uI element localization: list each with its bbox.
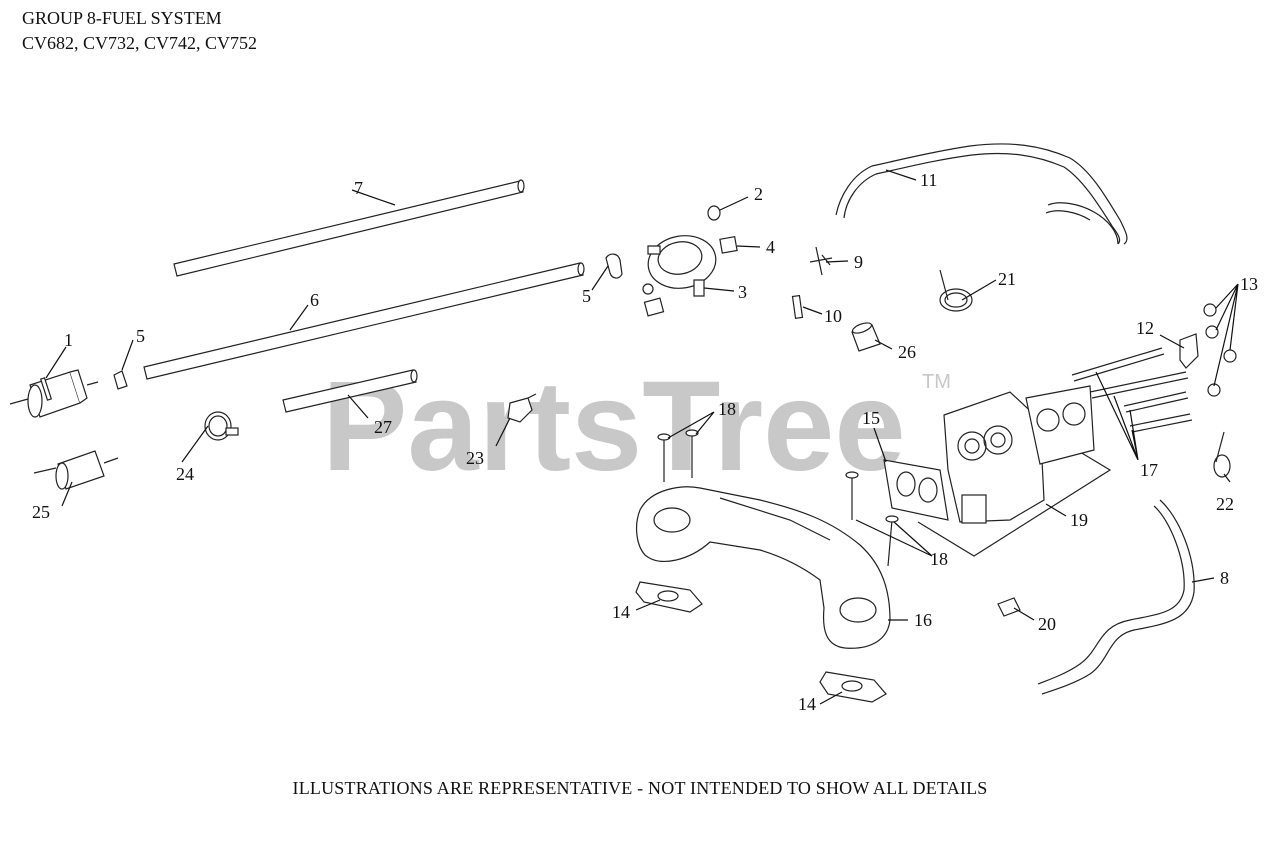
part-carb-gasket[interactable]	[883, 459, 949, 521]
watermark-brand: PartsTree	[322, 355, 906, 498]
part-fuel-tube[interactable]	[791, 294, 804, 319]
callout-labels: 1 2 3 4 5 5 6 7 8 9 10 11 12 13 14 14 15…	[32, 170, 1258, 714]
part-carburetor[interactable]	[917, 385, 1112, 557]
callout-10[interactable]: 10	[824, 306, 842, 326]
callout-20[interactable]: 20	[1038, 614, 1056, 634]
callout-15[interactable]: 15	[862, 408, 880, 428]
part-nuts[interactable]	[1203, 303, 1237, 397]
callout-3[interactable]: 3	[738, 282, 747, 302]
part-fuel-sensor[interactable]	[507, 393, 537, 423]
part-bracket[interactable]	[1179, 333, 1199, 369]
callout-11[interactable]: 11	[920, 170, 937, 190]
part-manifold-gasket-left[interactable]	[635, 581, 703, 613]
callout-17[interactable]: 17	[1140, 460, 1158, 480]
callout-16[interactable]: 16	[914, 610, 932, 630]
part-clamp-ring[interactable]	[204, 411, 239, 441]
callout-18a[interactable]: 18	[718, 399, 736, 419]
part-inline-filter[interactable]	[33, 450, 119, 490]
part-line-clip[interactable]	[1213, 431, 1231, 478]
callout-27[interactable]: 27	[374, 417, 392, 437]
part-fuel-line-lower[interactable]	[143, 262, 585, 380]
callout-9[interactable]: 9	[854, 252, 863, 272]
part-studs[interactable]	[1071, 347, 1193, 433]
callout-25[interactable]: 25	[32, 502, 50, 522]
part-pump-screen[interactable]	[719, 236, 738, 254]
part-hose-clamp-right[interactable]	[605, 253, 623, 279]
callout-21[interactable]: 21	[998, 269, 1016, 289]
callout-5b[interactable]: 5	[582, 286, 591, 306]
callout-7[interactable]: 7	[354, 178, 363, 198]
callout-6[interactable]: 6	[310, 290, 319, 310]
callout-23[interactable]: 23	[466, 448, 484, 468]
illustration-disclaimer: ILLUSTRATIONS ARE REPRESENTATIVE - NOT I…	[292, 778, 988, 798]
model-list: CV682, CV732, CV742, CV752	[22, 33, 258, 53]
part-fuel-hose-lower[interactable]	[1037, 499, 1195, 695]
callout-13[interactable]: 13	[1240, 274, 1258, 294]
callout-22[interactable]: 22	[1216, 494, 1234, 514]
part-fuel-line-upper[interactable]	[173, 179, 525, 277]
part-hose-clamp-left[interactable]	[113, 370, 128, 390]
part-short-hose[interactable]	[282, 369, 418, 413]
callout-26[interactable]: 26	[898, 342, 916, 362]
watermark-tm: TM	[922, 371, 951, 393]
callout-24[interactable]: 24	[176, 464, 194, 484]
callout-18b[interactable]: 18	[930, 549, 948, 569]
part-hose-fitting[interactable]	[809, 246, 833, 276]
watermark: PartsTree TM	[322, 355, 951, 498]
callout-4[interactable]: 4	[766, 237, 775, 257]
callout-2[interactable]: 2	[754, 184, 763, 204]
part-screws-lower[interactable]	[845, 471, 899, 567]
part-sleeve[interactable]	[851, 321, 881, 352]
part-manifold-gasket-right[interactable]	[819, 671, 887, 703]
part-fuel-pump[interactable]	[642, 230, 720, 317]
part-fuel-hose-top[interactable]	[835, 143, 1128, 245]
callout-8[interactable]: 8	[1220, 568, 1229, 588]
callout-1[interactable]: 1	[64, 330, 73, 350]
part-fuel-filter[interactable]	[9, 369, 99, 418]
part-hose-clip[interactable]	[939, 269, 973, 312]
part-fuel-fitting[interactable]	[997, 597, 1021, 617]
diagram-header: GROUP 8-FUEL SYSTEM CV682, CV732, CV742,…	[22, 6, 257, 56]
callout-19[interactable]: 19	[1070, 510, 1088, 530]
leader-lines	[45, 169, 1239, 705]
group-title: GROUP 8-FUEL SYSTEM	[22, 8, 222, 28]
part-pump-fitting[interactable]	[707, 205, 721, 221]
callout-14a[interactable]: 14	[612, 602, 630, 622]
callout-5a[interactable]: 5	[136, 326, 145, 346]
part-intake-manifold[interactable]	[635, 486, 891, 649]
callout-14b[interactable]: 14	[798, 694, 816, 714]
callout-12[interactable]: 12	[1136, 318, 1154, 338]
